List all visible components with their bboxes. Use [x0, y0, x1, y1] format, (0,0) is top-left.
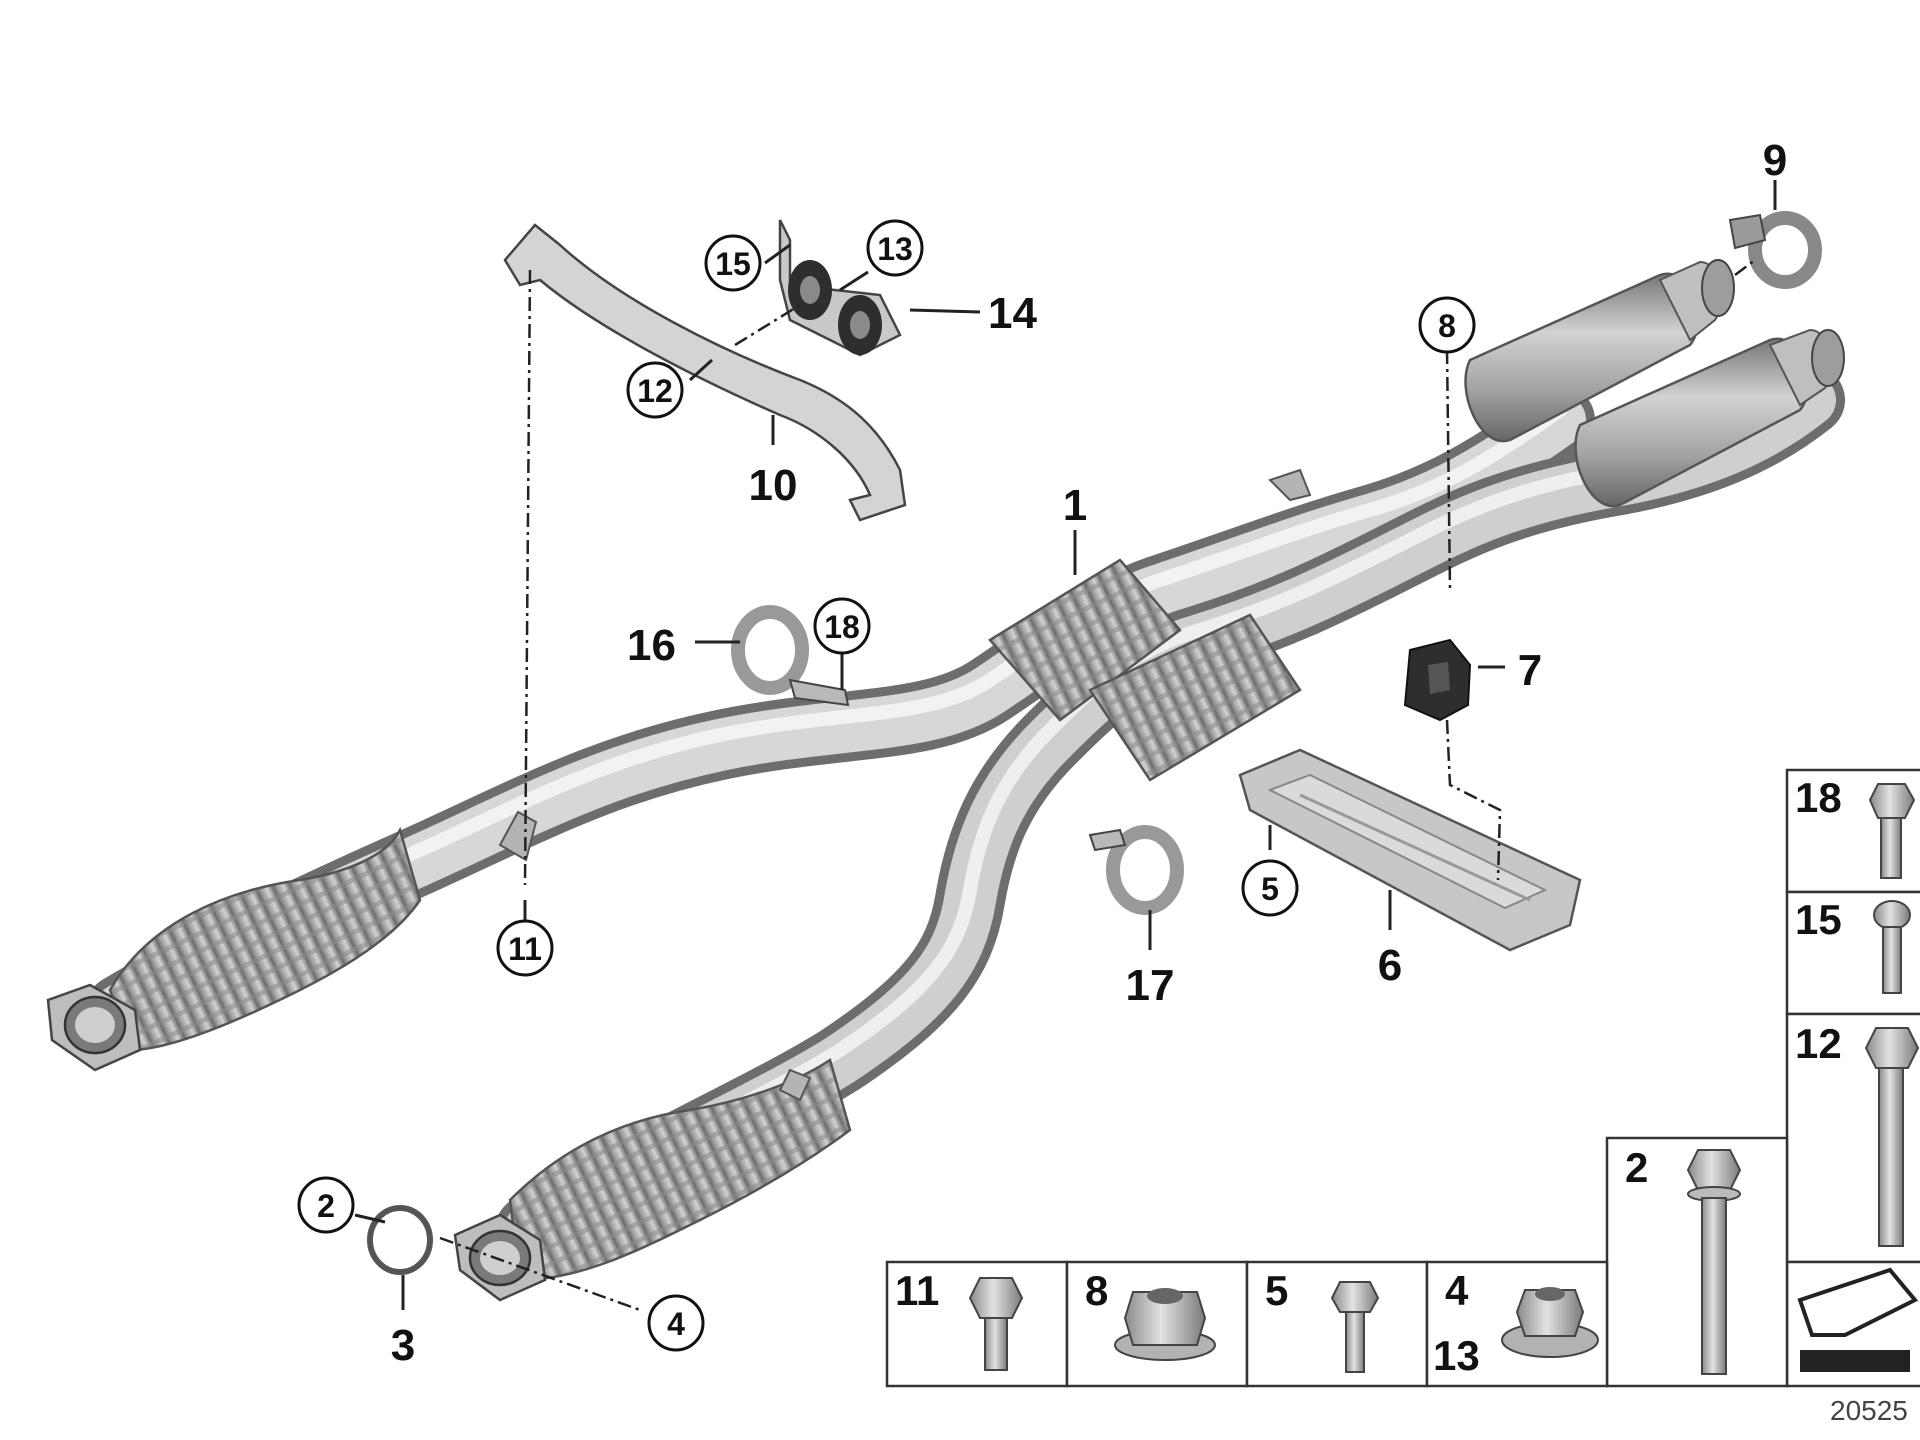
- callout: 12: [626, 361, 684, 419]
- leader-lines: [354, 180, 1777, 1312]
- arrow-direction-icon: [1797, 1267, 1919, 1372]
- rubber-mount-14: [778, 219, 902, 357]
- screw-5: [1330, 1281, 1380, 1373]
- hardware-label: 2: [1625, 1144, 1648, 1191]
- inlet-flange-left: [46, 983, 142, 1072]
- clamp-16: [731, 605, 850, 707]
- part-label: 1: [1063, 481, 1087, 530]
- callout: 5: [1241, 859, 1299, 917]
- middle-catalyst-lower: [1088, 613, 1302, 782]
- hardware-label: 18: [1795, 774, 1842, 821]
- hardware-label: 8: [1085, 1267, 1108, 1314]
- svg-text:15: 15: [715, 246, 751, 282]
- callout: 11: [496, 919, 554, 977]
- svg-text:8: 8: [1438, 308, 1456, 344]
- callout: 4: [647, 1294, 705, 1352]
- nut-4: [1501, 1287, 1599, 1358]
- middle-catalyst-upper: [988, 558, 1182, 722]
- part-labels: 1 3 6 7 9 10 14 16 17: [391, 136, 1787, 1370]
- svg-text:18: 18: [824, 609, 860, 645]
- hardware-label: 11: [895, 1267, 939, 1314]
- drawing-number: 20525: [1830, 1395, 1908, 1426]
- screw-15: [1873, 900, 1911, 994]
- hardware-table: 18 15 12 2 11 8 5 4 13: [885, 768, 1920, 1388]
- nut-8: [1114, 1288, 1216, 1361]
- bracket-10: [503, 223, 907, 522]
- bolt-2: [1686, 1149, 1742, 1375]
- part-label: 3: [391, 1321, 415, 1370]
- bolt-11: [968, 1277, 1024, 1371]
- callout: 13: [866, 219, 924, 277]
- inlet-flange-right: [453, 1213, 547, 1302]
- part-label: 14: [988, 289, 1037, 338]
- hardware-label: 12: [1795, 1020, 1842, 1067]
- svg-text:4: 4: [667, 1306, 685, 1342]
- part-label: 6: [1378, 941, 1402, 990]
- part-label: 7: [1518, 646, 1542, 695]
- part-label: 10: [749, 461, 798, 510]
- svg-text:12: 12: [637, 373, 673, 409]
- callout: 18: [813, 597, 871, 655]
- hardware-label: 4: [1445, 1267, 1469, 1314]
- hardware-label: 5: [1265, 1267, 1288, 1314]
- circled-callouts: 2 4 5 8 11 12 13 15: [297, 219, 1476, 1352]
- clamp-9: [1728, 211, 1822, 289]
- front-catalyst-left: [108, 826, 422, 1052]
- rear-muffler-lower: [1574, 328, 1845, 508]
- callout: 15: [704, 234, 762, 292]
- exhaust-pipe-assembly: [46, 259, 1845, 1302]
- rear-muffler-upper: [1464, 259, 1735, 443]
- bolt-18: [1868, 783, 1916, 879]
- hardware-label: 15: [1795, 896, 1842, 943]
- svg-text:5: 5: [1261, 871, 1279, 907]
- front-catalyst-right: [508, 1058, 852, 1282]
- hardware-label: 13: [1433, 1332, 1480, 1379]
- callout: 8: [1418, 296, 1476, 354]
- svg-text:11: 11: [508, 931, 542, 967]
- part-label: 16: [627, 621, 676, 670]
- svg-text:13: 13: [877, 231, 913, 267]
- svg-text:2: 2: [317, 1188, 335, 1224]
- heat-shield-6: [1238, 748, 1582, 952]
- clamp-17: [1088, 825, 1184, 915]
- part-label: 17: [1126, 961, 1175, 1010]
- seal-ring-3: [367, 1205, 433, 1275]
- part-label: 9: [1763, 136, 1787, 185]
- rubber-buffer-7: [1403, 638, 1472, 722]
- callout: 2: [297, 1176, 355, 1234]
- bolt-12: [1864, 1027, 1920, 1247]
